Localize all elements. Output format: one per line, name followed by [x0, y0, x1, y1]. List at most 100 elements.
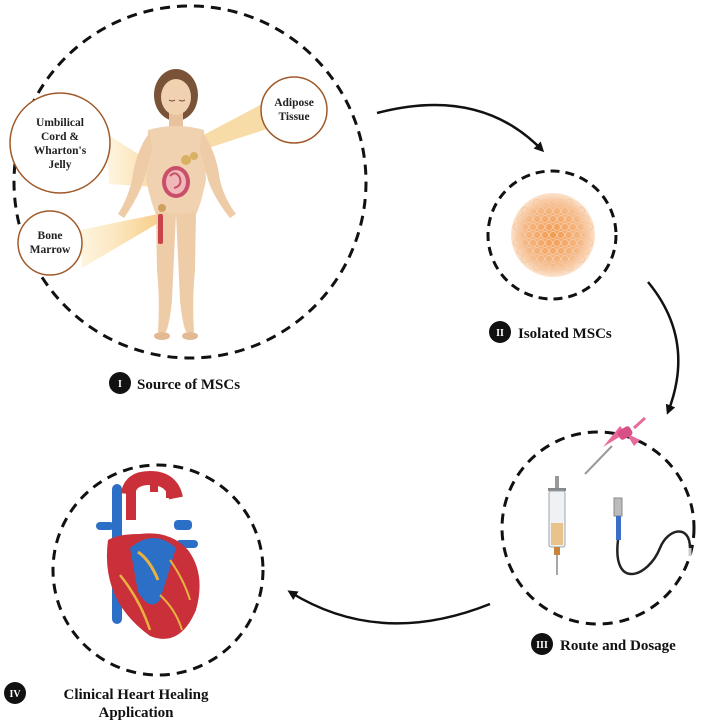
msc-cell — [540, 198, 550, 208]
msc-cell — [556, 262, 566, 272]
step-3-title: Route and Dosage — [560, 638, 676, 654]
flow-arrows — [287, 103, 680, 625]
adipose-line1: Adipose — [274, 97, 314, 109]
msc-cell — [532, 230, 542, 240]
msc-cell — [528, 222, 538, 232]
step-1-label: I Source of MSCs — [109, 372, 240, 394]
msc-cell — [572, 230, 582, 240]
msc-cell — [532, 214, 542, 224]
msc-cell — [576, 206, 586, 216]
msc-cell — [560, 254, 570, 264]
msc-cell — [572, 214, 582, 224]
msc-cell — [548, 230, 558, 240]
msc-cell — [536, 222, 546, 232]
butterfly-needle-icon — [584, 416, 647, 475]
adipose-callout: Adipose Tissue — [260, 76, 328, 144]
msc-cell — [532, 198, 542, 208]
umbilical-line3: Wharton's — [34, 145, 87, 157]
msc-cell — [532, 262, 542, 272]
beam-bone-marrow — [80, 214, 160, 268]
msc-cell — [548, 246, 558, 256]
msc-cell — [536, 254, 546, 264]
msc-cell — [552, 238, 562, 248]
bone-marrow-line1: Bone — [38, 230, 63, 242]
msc-cell — [580, 230, 590, 240]
msc-cell — [548, 198, 558, 208]
msc-cell — [528, 254, 538, 264]
msc-cell — [512, 238, 522, 248]
msc-cell — [556, 214, 566, 224]
msc-cell — [548, 214, 558, 224]
arrow-source-to-isolated — [376, 103, 545, 153]
step-1-title: Source of MSCs — [137, 377, 240, 393]
isolated-mscs-panel: II Isolated MSCs — [486, 169, 618, 343]
clinical-heart-panel: IV Clinical Heart Healing Application — [4, 463, 265, 721]
arrow-isolated-to-route — [647, 281, 680, 415]
msc-cell — [564, 262, 574, 272]
arrow-route-to-heart — [287, 590, 491, 625]
msc-cell — [524, 230, 534, 240]
msc-cell — [564, 230, 574, 240]
msc-cell — [540, 262, 550, 272]
msc-cell — [536, 206, 546, 216]
msc-cell — [552, 254, 562, 264]
route-dosage-panel: III Route and Dosage — [500, 416, 696, 655]
msc-cell — [556, 198, 566, 208]
msc-cell — [552, 222, 562, 232]
msc-cell — [544, 238, 554, 248]
catheter-icon — [613, 497, 692, 576]
msc-cell — [564, 198, 574, 208]
msc-cell — [544, 222, 554, 232]
msc-cell — [564, 214, 574, 224]
bone-marrow-callout: Bone Marrow — [17, 210, 83, 276]
isolated-dashed-circle — [486, 169, 618, 301]
msc-cell — [528, 238, 538, 248]
msc-cell — [584, 222, 594, 232]
step-3-numeral: III — [536, 640, 548, 651]
step-4-numeral: IV — [9, 689, 21, 700]
msc-cell — [568, 238, 578, 248]
msc-cell — [520, 206, 530, 216]
syringe-icon — [548, 476, 566, 575]
bone-marrow-line2: Marrow — [30, 244, 71, 256]
heart-illustration — [96, 470, 200, 639]
step-2-label: II Isolated MSCs — [489, 321, 612, 343]
msc-cell — [576, 222, 586, 232]
msc-cell — [568, 206, 578, 216]
cell-cluster-illustration — [511, 193, 595, 277]
msc-cell — [520, 238, 530, 248]
step-4-label: IV Clinical Heart Healing Application — [4, 682, 209, 721]
msc-cell — [516, 246, 526, 256]
step-4-title-line1: Clinical Heart Healing — [64, 687, 209, 703]
msc-cell — [536, 238, 546, 248]
msc-cell — [516, 230, 526, 240]
heart-dashed-circle — [51, 463, 265, 677]
msc-cell — [568, 222, 578, 232]
msc-cell — [560, 206, 570, 216]
msc-cell — [520, 222, 530, 232]
msc-cell — [564, 246, 574, 256]
source-dashed-circle — [12, 4, 368, 360]
umbilical-line2: Cord & — [41, 131, 79, 143]
msc-cell — [516, 214, 526, 224]
adipose-line2: Tissue — [278, 111, 309, 123]
step-2-title: Isolated MSCs — [518, 326, 612, 342]
msc-cell — [584, 238, 594, 248]
umbilical-callout: Umbilical Cord & Wharton's Jelly — [9, 92, 111, 194]
route-dashed-circle — [500, 430, 696, 626]
msc-cell — [540, 214, 550, 224]
msc-cell — [528, 206, 538, 216]
step-4-title-line2: Application — [98, 705, 174, 721]
msc-cell — [580, 214, 590, 224]
umbilical-line1: Umbilical — [36, 117, 84, 129]
beam-adipose — [194, 104, 270, 152]
step-1-numeral: I — [118, 379, 122, 390]
msc-cell — [556, 246, 566, 256]
msc-cell — [576, 238, 586, 248]
msc-cell — [524, 214, 534, 224]
msc-cell — [512, 222, 522, 232]
umbilical-line4: Jelly — [49, 159, 72, 171]
msc-cell — [572, 246, 582, 256]
msc-cell — [580, 246, 590, 256]
msc-cell — [532, 246, 542, 256]
